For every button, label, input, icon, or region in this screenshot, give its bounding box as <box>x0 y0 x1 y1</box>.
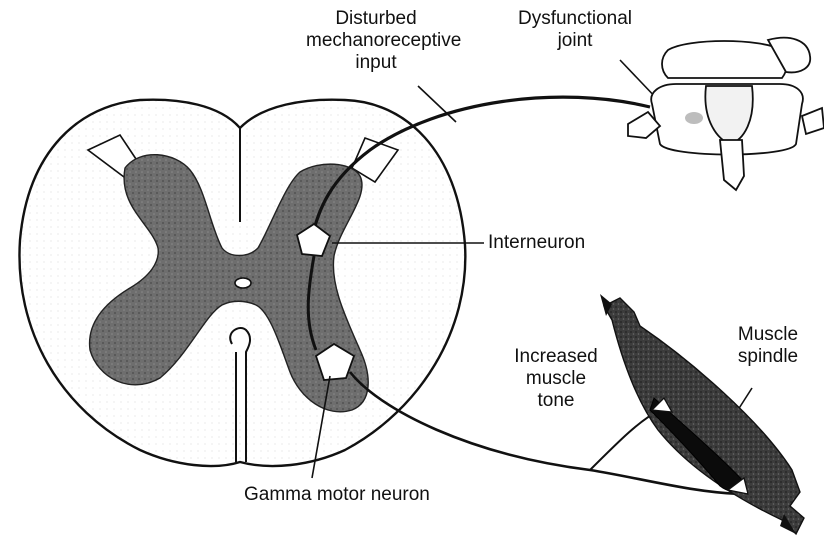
label-increased-tone-line1: Increased <box>496 346 616 368</box>
label-muscle-spindle-line2: spindle <box>720 346 816 368</box>
label-disturbed-input: Disturbed mechanoreceptive input <box>306 8 446 74</box>
label-disturbed-input-line3: input <box>306 52 446 74</box>
label-disturbed-input-line1: Disturbed <box>306 8 446 30</box>
vertebra-illustration <box>628 38 824 190</box>
label-increased-tone-line2: muscle <box>496 368 616 390</box>
efferent-branch-upper <box>590 410 660 470</box>
label-dysfunctional-joint: Dysfunctional joint <box>510 8 640 52</box>
label-muscle-spindle: Muscle spindle <box>720 324 816 368</box>
label-increased-muscle-tone: Increased muscle tone <box>496 346 616 412</box>
label-dysfunctional-joint-line2: joint <box>510 30 640 52</box>
central-canal <box>235 278 251 288</box>
label-muscle-spindle-line1: Muscle <box>720 324 816 346</box>
label-gamma-motor-neuron: Gamma motor neuron <box>244 484 430 506</box>
label-increased-tone-line3: tone <box>496 390 616 412</box>
label-interneuron: Interneuron <box>488 232 585 254</box>
label-disturbed-input-line2: mechanoreceptive <box>306 30 446 52</box>
label-dysfunctional-joint-line1: Dysfunctional <box>510 8 640 30</box>
